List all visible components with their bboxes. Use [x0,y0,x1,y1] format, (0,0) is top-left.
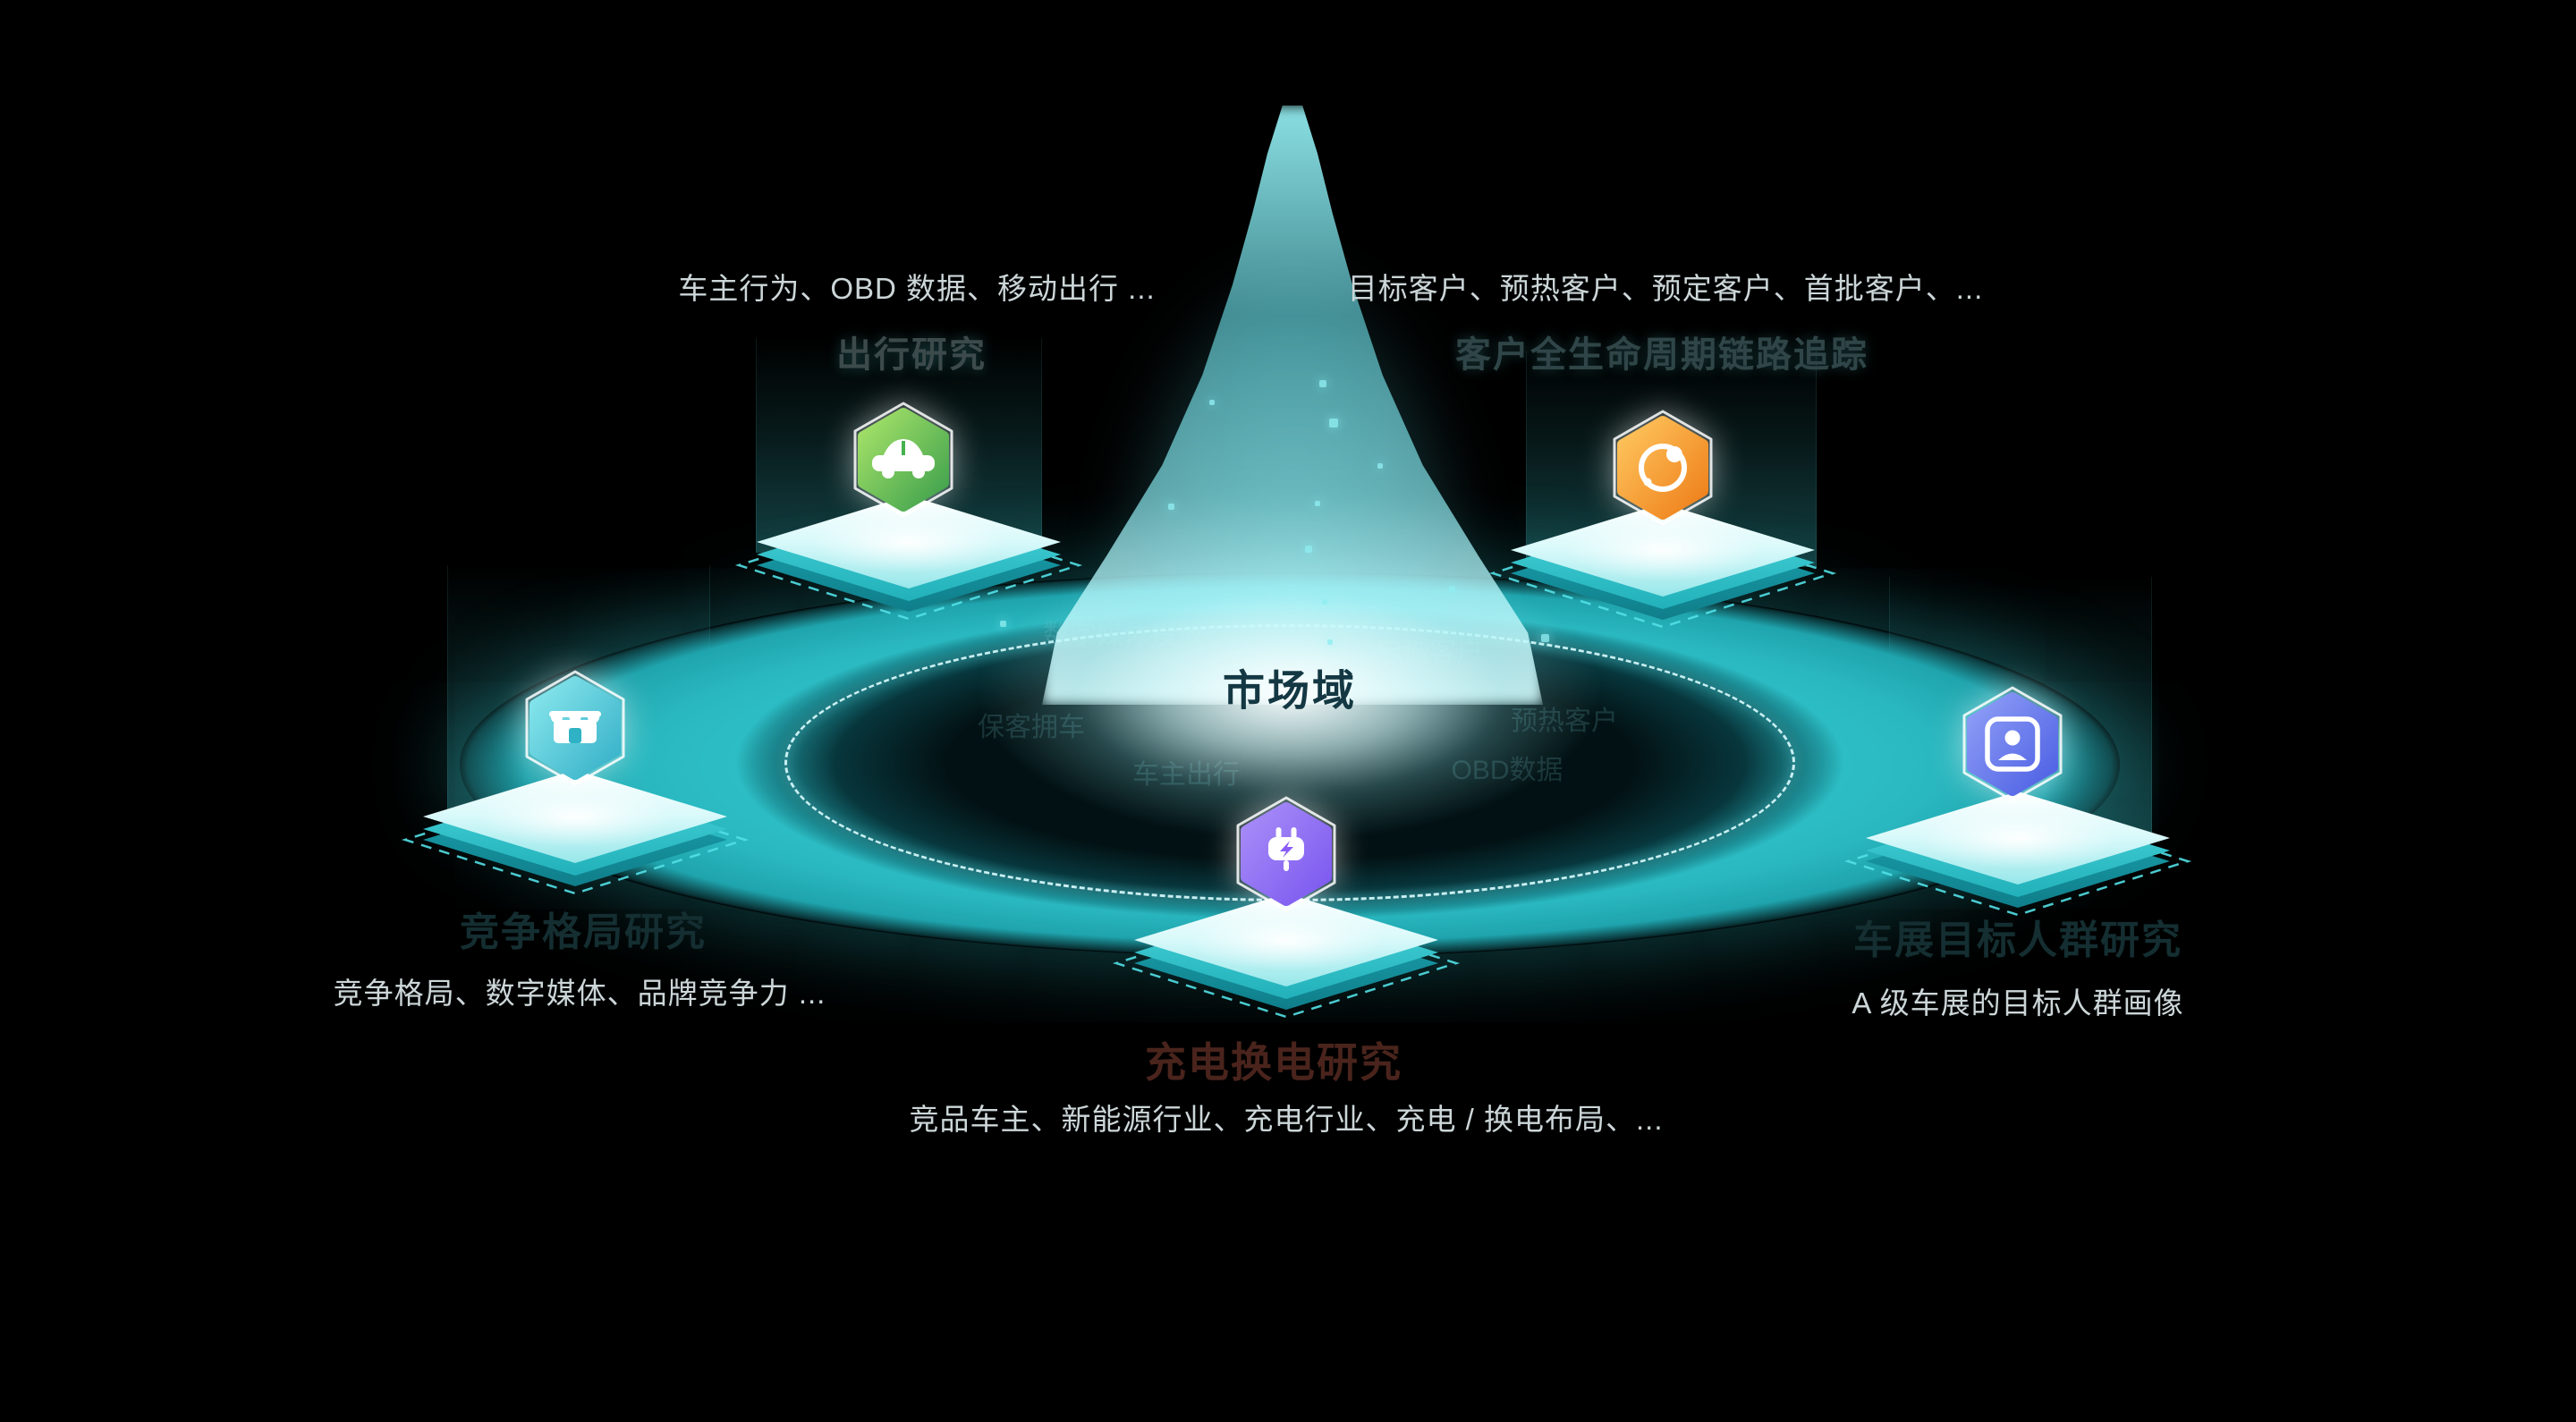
node-subtitle-lifecycle: 目标客户、预热客户、预定客户、首批客户、... [1347,272,1984,305]
particle-dot [1315,501,1320,506]
person-glyph [1985,716,2040,772]
storefront-glyph [549,711,601,743]
particle-dot [1377,463,1383,469]
node-title-charging: 充电换电研究 [1145,1039,1402,1086]
plug-glyph [1268,827,1304,871]
node-subtitle-competition: 竞争格局、数字媒体、品牌竞争力 ... [333,977,826,1010]
particle-dot [1168,504,1174,510]
particle-dot [1322,599,1327,605]
plug-icon [1236,796,1336,912]
node-title-travel: 出行研究 [836,335,987,375]
particle-dot [1319,380,1326,387]
platform-lifecycle [1488,504,1837,629]
node-title-competition: 竞争格局研究 [460,910,707,954]
node-subtitle-audience: A 级车展的目标人群画像 [1852,986,2184,1020]
particle-dot [1329,419,1338,427]
center-label: 市场域 [1223,666,1357,715]
node-subtitle-charging: 竞品车主、新能源行业、充电行业、充电 / 换电布局、... [909,1103,1664,1136]
particle-dot [1327,639,1333,645]
platform-travel [734,495,1083,621]
particle-dot [1541,634,1549,642]
person-icon [1962,686,2063,802]
node-title-audience: 车展目标人群研究 [1853,918,2182,962]
particle-dot [1305,546,1312,553]
node-subtitle-travel: 车主行为、OBD 数据、移动出行 ... [678,272,1156,305]
car-icon [853,402,953,518]
platform-competition [401,770,750,895]
orbit-glyph [1639,444,1687,492]
particle-dot [1209,400,1215,405]
car-glyph [872,439,935,478]
particle-dot [1449,586,1455,592]
platform-charging [1112,893,1461,1019]
particle-dot [1000,621,1006,627]
orbit-icon [1613,410,1713,526]
storefront-icon [525,670,625,786]
node-title-lifecycle: 客户全生命周期链路追踪 [1455,335,1868,375]
center-glow [977,546,1603,841]
platform-audience [1843,791,2192,917]
